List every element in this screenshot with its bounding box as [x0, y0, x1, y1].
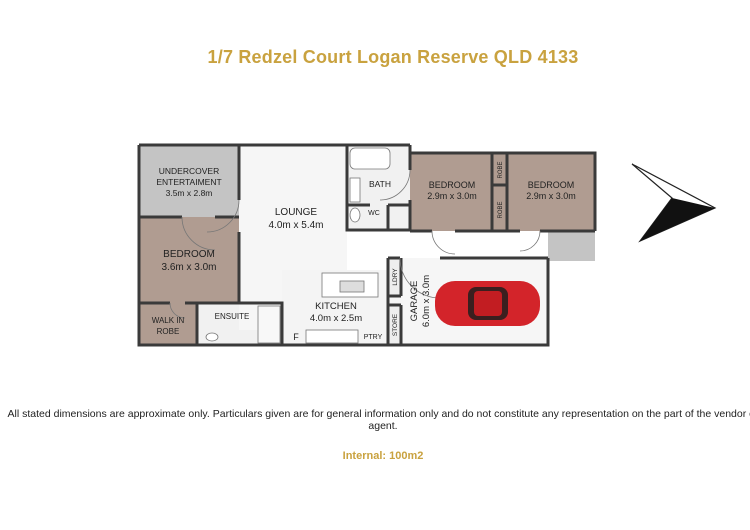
robe-1-floor	[492, 153, 507, 231]
bedroom-3-floor	[507, 153, 595, 231]
garage-size: 6.0m x 3.0m	[421, 275, 432, 327]
undercover-entertainment-floor	[139, 145, 239, 217]
property-address-title: 1/7 Redzel Court Logan Reserve QLD 4133	[207, 47, 579, 67]
store-floor	[388, 305, 401, 345]
bath-label: BATH	[369, 179, 391, 189]
bedroom-3-size: 2.9m x 3.0m	[526, 191, 576, 201]
robe-2-label: ROBE	[498, 201, 504, 218]
wc-toilet	[349, 207, 361, 223]
garage-label: GARAGE	[409, 281, 420, 322]
walk-in-robe-label-line1: WALK IN	[152, 316, 185, 325]
laundry-floor	[388, 258, 401, 296]
kitchen-rear-bench	[305, 329, 359, 344]
bathtub	[349, 147, 391, 170]
walk-in-robe-label-line2: ROBE	[157, 327, 180, 336]
bedroom-2-label: BEDROOM	[429, 180, 476, 190]
undercover-label-line2: ENTERTAIMENT	[156, 177, 221, 187]
ensuite-shower	[257, 305, 281, 344]
laundry-label: LDRY	[392, 268, 399, 286]
ensuite-toilet	[205, 332, 219, 342]
bedroom-3-label: BEDROOM	[528, 180, 575, 190]
compass-north-arrow	[631, 163, 717, 243]
store-label: STORE	[392, 313, 399, 336]
bedroom-2-floor	[410, 153, 492, 231]
bedroom-2-size: 2.9m x 3.0m	[427, 191, 477, 201]
undercover-size: 3.5m x 2.8m	[166, 188, 213, 198]
bedroom-main-label: BEDROOM	[163, 249, 215, 260]
robe-1-label: ROBE	[498, 161, 504, 178]
walls	[137, 143, 597, 347]
fridge-label: F	[293, 332, 299, 342]
wc-label: WC	[368, 210, 380, 217]
kitchen-size: 4.0m x 2.5m	[310, 313, 362, 324]
car-icon	[435, 281, 540, 326]
disclaimer-text: All stated dimensions are approximate on…	[7, 408, 750, 432]
internal-area: Internal: 100m2	[342, 450, 424, 462]
lounge-size: 4.0m x 5.4m	[268, 220, 323, 231]
fixtures	[205, 147, 391, 344]
undercover-label-line1: UNDERCOVER	[159, 166, 219, 176]
lounge-label: LOUNGE	[275, 207, 318, 218]
ensuite-label: ENSUITE	[215, 312, 250, 321]
kitchen-sink	[339, 280, 365, 293]
bedroom-main-size: 3.6m x 3.0m	[161, 262, 216, 273]
garden-floor	[548, 231, 595, 261]
door-swings	[169, 169, 541, 319]
bedroom-main-floor	[139, 217, 239, 303]
pantry-label: PTRY	[364, 334, 383, 341]
bath-vanity	[349, 177, 361, 203]
kitchen-label: KITCHEN	[315, 301, 357, 312]
walk-in-robe-floor	[139, 303, 197, 345]
